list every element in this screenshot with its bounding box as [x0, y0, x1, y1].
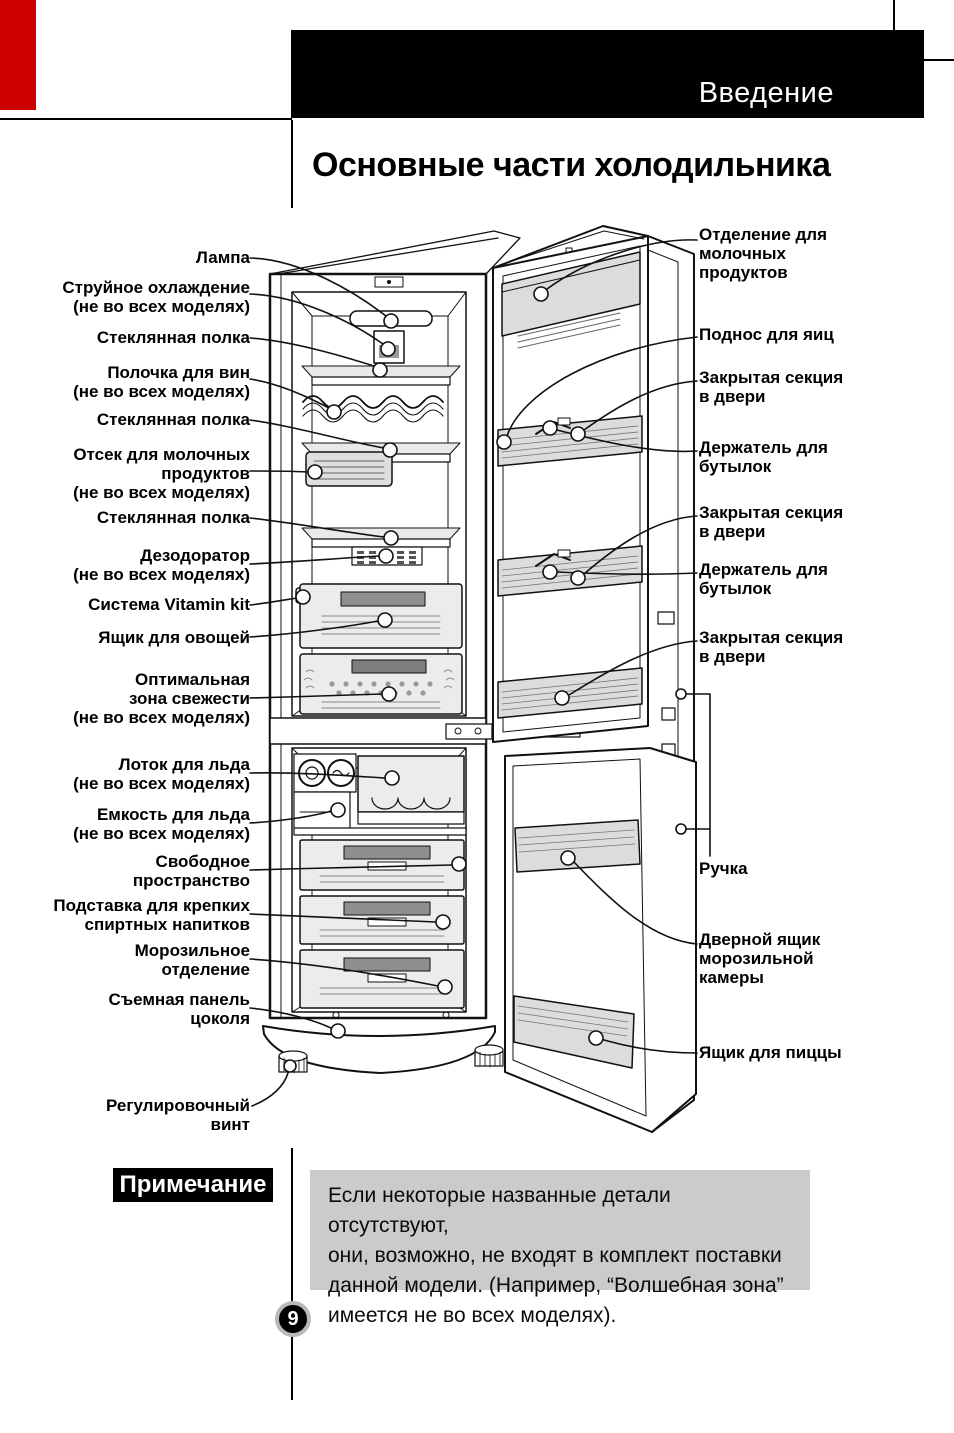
- part-label-left-15: Подставка для крепких спиртных напитков: [53, 896, 250, 934]
- part-label-right-4: Держатель для бутылок: [699, 438, 828, 476]
- part-label-left-4: Полочка для вин (не во всех моделях): [73, 363, 250, 401]
- rule-horizontal-left: [0, 118, 292, 120]
- handle-pin-bottom: [675, 823, 687, 835]
- part-label-left-16: Морозильное отделение: [134, 941, 250, 979]
- part-label-left-8: Дезодоратор (не во всех моделях): [73, 546, 250, 584]
- red-corner-mark: [0, 0, 36, 110]
- note-box: Если некоторые названные детали отсутств…: [310, 1170, 810, 1327]
- note-text: Если некоторые названные детали отсутств…: [328, 1184, 784, 1327]
- part-label-left-18: Регулировочный винт: [106, 1096, 250, 1134]
- adjusting-feet: [278, 1044, 504, 1074]
- part-label-left-17: Съемная панель цоколя: [108, 990, 250, 1028]
- part-label-left-1: Лампа: [195, 248, 250, 267]
- part-label-right-2: Поднос для яиц: [699, 325, 834, 344]
- part-label-left-6: Отсек для молочных продуктов (не во всех…: [73, 445, 250, 502]
- page-number-badge: 9: [275, 1301, 311, 1337]
- part-label-right-5: Закрытая секция в двери: [699, 503, 844, 541]
- part-label-right-8: Ручка: [699, 859, 748, 878]
- note-badge: Примечание: [113, 1168, 273, 1202]
- section-header-bar: Введение: [291, 30, 924, 118]
- door-bin-3: [497, 667, 643, 719]
- handle-pin-top: [675, 688, 687, 700]
- glass-shelf-3: [301, 527, 461, 548]
- rule-vertical-under-bar: [291, 120, 293, 208]
- page-title: Основные части холодильника: [312, 146, 831, 184]
- rule-vertical-bottom: [291, 1148, 293, 1400]
- part-label-left-12: Лоток для льда (не во всех моделях): [73, 755, 250, 793]
- leader-lines: [249, 239, 711, 1107]
- freezer-door-bin: [514, 819, 641, 873]
- part-label-left-7: Стеклянная полка: [96, 508, 250, 527]
- freezer-drawer-3: [299, 949, 465, 1009]
- part-label-right-1: Отделение для молочных продуктов: [699, 225, 828, 282]
- part-label-right-9: Дверной ящик морозильной камеры: [699, 930, 821, 987]
- freezer-drawer-1: [299, 839, 465, 891]
- freezer-interior: [291, 747, 467, 1019]
- part-label-left-13: Емкость для льда (не во всех моделях): [73, 805, 250, 843]
- rule-horizontal-right: [924, 59, 954, 61]
- section-title: Введение: [698, 77, 834, 109]
- part-label-left-11: Оптимальная зона свежести (не во всех мо…: [73, 670, 250, 727]
- part-label-right-7: Закрытая секция в двери: [699, 628, 844, 666]
- pizza-drawer: [513, 995, 635, 1069]
- callout-markers: [283, 286, 687, 1073]
- wine-rack: [302, 395, 444, 423]
- part-label-left-5: Стеклянная полка: [96, 410, 250, 429]
- rule-vertical-top-right: [893, 0, 895, 30]
- part-label-left-9: Система Vitamin kit: [88, 595, 250, 614]
- part-label-left-14: Свободное пространство: [132, 852, 250, 890]
- fresh-zone-drawer: [299, 653, 463, 715]
- part-label-right-6: Держатель для бутылок: [699, 560, 828, 598]
- dairy-compartment: [305, 451, 393, 487]
- part-label-left-2: Струйное охлаждение (не во всех моделях): [62, 278, 250, 316]
- part-label-left-10: Ящик для овощей: [98, 628, 250, 647]
- freezer-door: [504, 747, 697, 1133]
- part-label-left-3: Стеклянная полка: [96, 328, 250, 347]
- part-label-right-10: Ящик для пиццы: [699, 1043, 842, 1062]
- part-label-right-3: Закрытая секция в двери: [699, 368, 844, 406]
- door-bin-2: [497, 545, 643, 597]
- ice-container: [293, 755, 465, 831]
